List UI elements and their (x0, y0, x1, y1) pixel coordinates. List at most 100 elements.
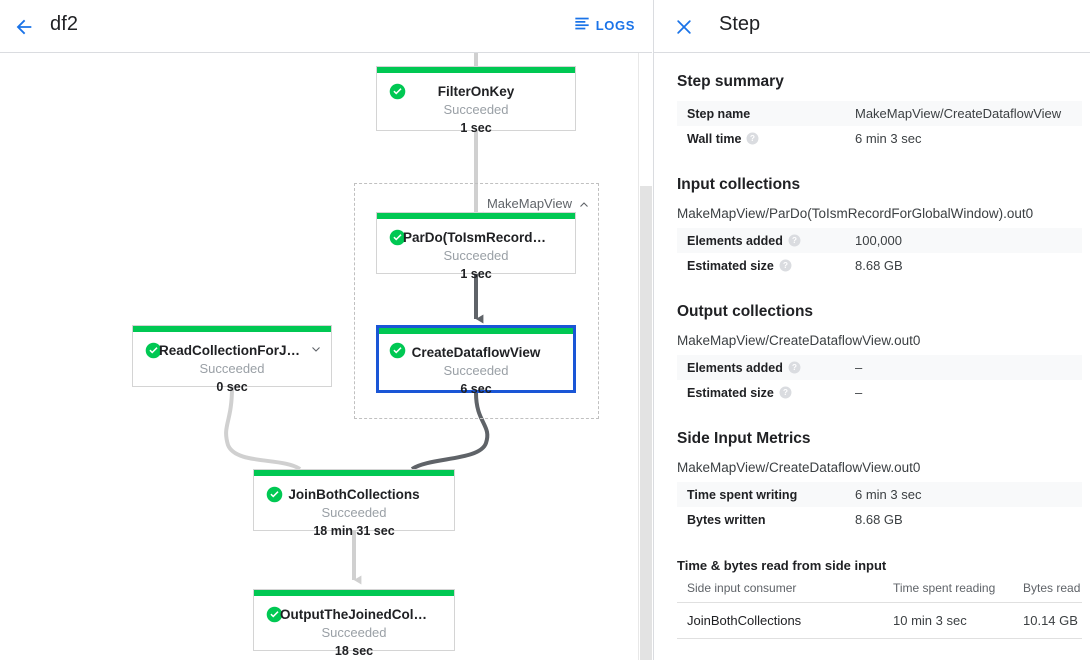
row-value: 100,000 (855, 233, 902, 248)
help-icon[interactable]: ? (788, 361, 801, 374)
node-status-bar (377, 67, 575, 73)
close-icon[interactable] (669, 12, 699, 42)
row-key: Estimated size? (677, 253, 855, 278)
table-row: JoinBothCollections 10 min 3 sec 10.14 G… (677, 602, 1082, 639)
node-body: JoinBothCollections Succeeded 18 min 31 … (254, 476, 454, 540)
column-header-bytes-read: Bytes read (1013, 575, 1082, 603)
node-title: CreateDataflowView (411, 345, 541, 360)
cell-consumer: JoinBothCollections (677, 602, 883, 639)
help-icon[interactable]: ? (746, 132, 759, 145)
table-row: Estimated size? – (677, 380, 1082, 405)
graph-pane: df2 LOGS (0, 0, 652, 660)
scrollbar-thumb[interactable] (640, 186, 652, 660)
node-status: Succeeded (321, 625, 387, 640)
job-graph-canvas[interactable]: MakeMapView FilterOnKey Succeeded 1 sec (0, 53, 652, 660)
panel-title: Step (719, 13, 761, 35)
help-icon[interactable]: ? (788, 234, 801, 247)
node-status: Succeeded (443, 248, 509, 263)
node-time: 6 sec (460, 382, 492, 396)
check-circle-icon (266, 486, 283, 503)
row-key: Elements added? (677, 355, 855, 380)
top-app-bar: df2 LOGS (0, 0, 652, 53)
graph-node-outputthejoinedcollection[interactable]: OutputTheJoinedCollec… Succeeded 18 sec (253, 589, 455, 658)
row-key: Elements added? (677, 228, 855, 253)
logs-button[interactable]: LOGS (574, 15, 635, 36)
row-key: Estimated size? (677, 380, 855, 405)
logs-list-icon (574, 15, 590, 36)
node-title: ReadCollectionForJoin (159, 343, 307, 358)
row-value: 8.68 GB (855, 512, 903, 527)
node-time: 1 sec (460, 267, 492, 281)
canvas-vertical-scrollbar[interactable] (638, 53, 652, 660)
row-value: – (855, 385, 863, 400)
table-row: Wall time? 6 min 3 sec (677, 126, 1082, 151)
row-value: 6 min 3 sec (855, 131, 922, 146)
graph-node-joinbothcollections[interactable]: JoinBothCollections Succeeded 18 min 31 … (253, 469, 455, 538)
section-title-step-summary: Step summary (677, 73, 784, 90)
node-title: FilterOnKey (437, 84, 515, 99)
back-arrow-icon[interactable] (9, 12, 39, 42)
node-status: Succeeded (443, 363, 509, 378)
group-box-makemapview[interactable]: MakeMapView (354, 183, 599, 419)
node-title: OutputTheJoinedCollec… (280, 607, 446, 622)
graph-edges (224, 53, 490, 585)
node-status: Succeeded (321, 505, 387, 520)
table-row: Elements added? 100,000 (677, 228, 1082, 253)
node-body: FilterOnKey Succeeded 1 sec (377, 73, 575, 137)
node-status-bar (379, 328, 573, 334)
graph-node-readcollectionforjoin[interactable]: ReadCollectionForJoin Succeeded 0 sec (132, 325, 332, 394)
panel-body: Step summary Step name MakeMapView/Creat… (654, 53, 1090, 639)
output-collection-name: MakeMapView/CreateDataflowView.out0 (677, 333, 921, 348)
node-time: 1 sec (460, 121, 492, 135)
node-time: 18 sec (334, 644, 374, 658)
step-summary-table: Step name MakeMapView/CreateDataflowView… (677, 101, 1082, 151)
input-collection-name: MakeMapView/ParDo(ToIsmRecordForGlobalWi… (677, 206, 1034, 221)
node-time: 0 sec (216, 380, 248, 394)
check-circle-icon (145, 342, 162, 359)
node-title: ParDo(ToIsmRecordFor… (403, 230, 568, 245)
row-value: MakeMapView/CreateDataflowView (855, 106, 1062, 121)
svg-text:?: ? (783, 388, 788, 397)
table-header-row: Side input consumer Time spent reading B… (677, 575, 1082, 603)
graph-node-filteronkey[interactable]: FilterOnKey Succeeded 1 sec (376, 66, 576, 135)
svg-text:?: ? (750, 134, 755, 143)
table-row: Time spent writing 6 min 3 sec (677, 482, 1082, 507)
row-value: 6 min 3 sec (855, 487, 922, 502)
side-input-collection-name: MakeMapView/CreateDataflowView.out0 (677, 460, 921, 475)
chevron-up-icon[interactable] (578, 198, 590, 210)
table-row: Estimated size? 8.68 GB (677, 253, 1082, 278)
node-status-bar (377, 213, 575, 219)
node-body: OutputTheJoinedCollec… Succeeded 18 sec (254, 596, 454, 660)
help-icon[interactable]: ? (779, 386, 792, 399)
help-icon[interactable]: ? (779, 259, 792, 272)
section-title-side-input-metrics: Side Input Metrics (677, 430, 811, 447)
graph-node-pardo-toismrecordfor[interactable]: ParDo(ToIsmRecordFor… Succeeded 1 sec (376, 212, 576, 281)
cell-time-spent-reading: 10 min 3 sec (883, 602, 1013, 639)
check-circle-icon (389, 342, 406, 359)
table-row: Bytes written 8.68 GB (677, 507, 1082, 532)
step-details-panel: Step Step summary Step name MakeMapView/… (653, 0, 1090, 660)
node-status: Succeeded (443, 102, 509, 117)
graph-node-createdataflowview[interactable]: CreateDataflowView Succeeded 6 sec (376, 325, 576, 396)
row-key: Step name (687, 106, 751, 121)
input-collections-table: Elements added? 100,000 Estimated size? … (677, 228, 1082, 278)
node-status-bar (254, 470, 454, 476)
table-row: Step name MakeMapView/CreateDataflowView (677, 101, 1082, 126)
row-value: – (855, 360, 863, 375)
svg-text:?: ? (792, 363, 797, 372)
side-input-metrics-table: Time spent writing 6 min 3 sec Bytes wri… (677, 482, 1082, 532)
check-circle-icon (389, 83, 406, 100)
row-key: Wall time? (677, 126, 855, 151)
node-time: 18 min 31 sec (313, 524, 395, 538)
logs-label: LOGS (595, 18, 635, 33)
chevron-down-icon[interactable] (310, 342, 322, 354)
node-body: ParDo(ToIsmRecordFor… Succeeded 1 sec (377, 219, 575, 283)
row-value: 8.68 GB (855, 258, 903, 273)
side-input-read-heading: Time & bytes read from side input (677, 558, 887, 573)
side-input-read-table: Side input consumer Time spent reading B… (677, 575, 1082, 639)
svg-text:?: ? (792, 236, 797, 245)
panel-header: Step (654, 0, 1090, 53)
node-body: ReadCollectionForJoin Succeeded 0 sec (133, 332, 331, 396)
cell-bytes-read: 10.14 GB (1013, 602, 1082, 639)
column-header-time-spent-reading: Time spent reading (883, 575, 1013, 603)
